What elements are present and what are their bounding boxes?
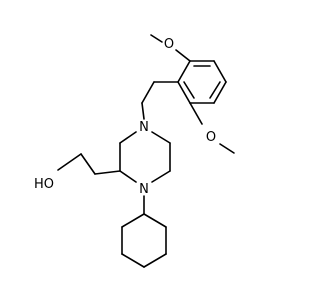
bond-chain-3 xyxy=(57,153,82,171)
atom-label-n-bottom: N xyxy=(139,182,149,197)
bond-pip-4 xyxy=(151,170,171,183)
bond-ring-2 xyxy=(213,60,227,83)
bond-cy-3 xyxy=(143,253,167,268)
bond-o-ring-top xyxy=(175,49,191,62)
atom-labels: O O N N HO xyxy=(34,37,216,197)
bond-pip-2 xyxy=(151,131,171,144)
bond-ring-5 xyxy=(177,81,191,104)
atom-label-n-top: N xyxy=(139,120,149,135)
bond-cy-4 xyxy=(121,253,145,268)
bond-pip-5 xyxy=(119,170,137,183)
bond-ring-double-2 xyxy=(209,81,221,99)
bond-o-methyl-bottom xyxy=(219,143,235,154)
bond-ring-6 xyxy=(177,60,191,83)
atom-label-o-methoxy-bottom: O xyxy=(206,130,216,145)
bond-cy-1 xyxy=(143,213,167,228)
bond-ch2-n-top-b xyxy=(141,102,145,120)
molecule-structure-diagram: O O N N HO xyxy=(34,34,235,268)
bond-lines xyxy=(57,34,235,268)
bond-ring-3 xyxy=(213,81,227,104)
bond-ring-o-bottom xyxy=(189,102,203,125)
atom-label-o-methoxy-top: O xyxy=(164,37,174,52)
bond-pip-1 xyxy=(119,131,137,144)
bond-methyl-o-top xyxy=(150,34,163,43)
bond-chain-1 xyxy=(94,170,121,175)
bond-ch2-n-top xyxy=(141,81,155,104)
bond-cy-6 xyxy=(121,213,145,228)
atom-label-hydroxyl: HO xyxy=(34,177,54,192)
bond-ring-double-3 xyxy=(183,81,195,99)
bond-chain-2 xyxy=(80,153,96,175)
